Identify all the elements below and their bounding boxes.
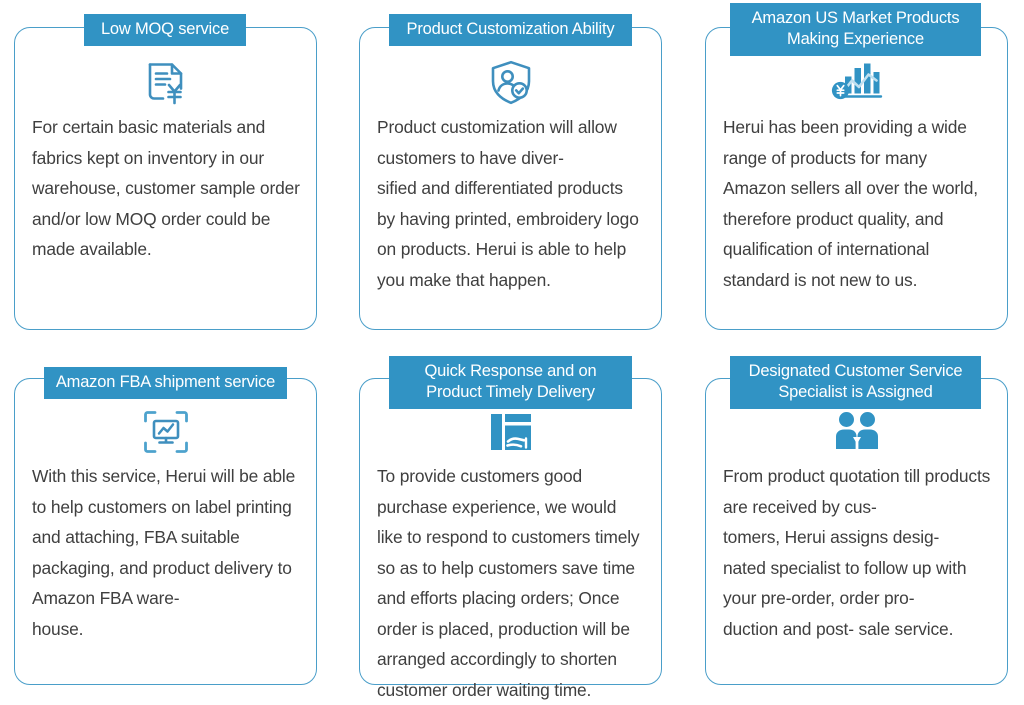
card-product-customization-ability: Product customization will allow custome… bbox=[359, 27, 662, 330]
card-body-text: Product customization will allow custome… bbox=[377, 117, 639, 290]
shield-user-check-icon bbox=[360, 58, 661, 106]
invoice-yen-icon bbox=[15, 58, 316, 106]
card-title-banner-amazon-fba-shipment-service: Amazon FBA shipment service bbox=[44, 367, 287, 399]
card-title-banner-designated-customer-service-specialist: Designated Customer Service Specialist i… bbox=[730, 356, 981, 409]
scan-chart-icon bbox=[15, 408, 316, 456]
card-body-text: With this service, Herui will be able to… bbox=[32, 466, 296, 639]
bar-chart-yen-coin-icon bbox=[706, 58, 1007, 106]
card-quick-response-timely-delivery: To provide customers good purchase exper… bbox=[359, 378, 662, 700]
card-title-banner-quick-response-timely-delivery: Quick Response and on Product Timely Del… bbox=[389, 356, 632, 409]
card-amazon-us-market-experience: Herui has been providing a wide range of… bbox=[705, 27, 1008, 330]
package-hand-delivery-icon bbox=[360, 408, 661, 456]
card-title-banner-amazon-us-market-experience: Amazon US Market Products Making Experie… bbox=[730, 3, 981, 56]
card-designated-customer-service-specialist: From product quotation till products are… bbox=[705, 378, 1008, 685]
card-body-text: Herui has been providing a wide range of… bbox=[723, 117, 978, 290]
card-body-text: From product quotation till products are… bbox=[723, 466, 991, 639]
card-body-text: For certain basic materials and fabrics … bbox=[32, 117, 300, 259]
card-title-banner-product-customization-ability: Product Customization Ability bbox=[389, 14, 632, 46]
card-body-text: To provide customers good purchase exper… bbox=[377, 466, 640, 700]
card-low-moq-service: For certain basic materials and fabrics … bbox=[14, 27, 317, 330]
card-title-banner-low-moq-service: Low MOQ service bbox=[84, 14, 246, 46]
card-amazon-fba-shipment-service: With this service, Herui will be able to… bbox=[14, 378, 317, 685]
two-people-icon bbox=[706, 408, 1007, 456]
